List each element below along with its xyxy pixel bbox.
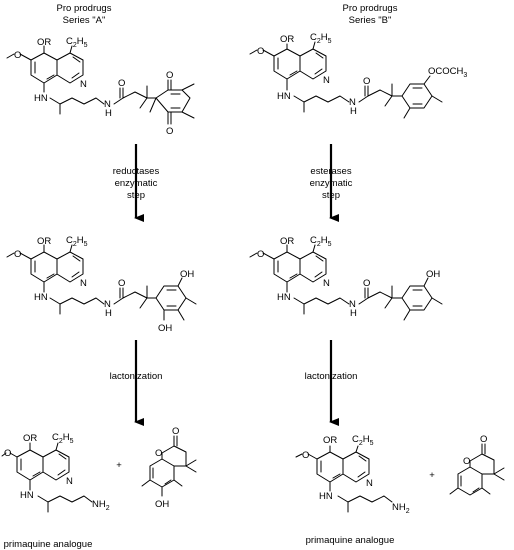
svg-text:O: O: [14, 249, 21, 260]
svg-text:O: O: [14, 50, 21, 61]
svg-text:OH: OH: [155, 499, 169, 510]
series-b-subtitle: Series "B": [349, 15, 392, 26]
svg-text:OR: OR: [280, 34, 294, 45]
series-b-prodrug-structure: OR O C2H5 N HN N H O OCOCH3: [249, 32, 467, 119]
svg-text:C2H5: C2H5: [310, 235, 332, 248]
svg-text:HN: HN: [20, 490, 34, 501]
svg-text:O: O: [257, 249, 264, 260]
series-a-step1-label: reductases: [113, 166, 160, 177]
svg-text:N: N: [80, 79, 87, 90]
series-a-lactone-structure: O O OH: [141, 426, 197, 510]
series-b-step1-label: esterases: [310, 166, 351, 177]
svg-text:N: N: [80, 278, 87, 289]
svg-text:OR: OR: [23, 433, 37, 444]
svg-text:OH: OH: [158, 323, 172, 334]
series-b-primaquine-analogue-structure: OR O C2H5 N HN NH2: [295, 434, 410, 515]
series-b-phenol-structure: OR O C2H5 N HN N H O OH: [249, 235, 443, 321]
svg-text:HN: HN: [34, 292, 48, 303]
svg-text:N: N: [66, 476, 73, 487]
svg-text:O: O: [302, 450, 309, 461]
svg-text:O: O: [166, 126, 173, 137]
svg-text:OH: OH: [426, 269, 440, 280]
svg-text:O: O: [363, 278, 370, 289]
svg-text:C2H5: C2H5: [52, 432, 74, 445]
svg-text:NH2: NH2: [92, 499, 110, 512]
series-a-title: Pro prodrugs: [57, 3, 112, 14]
svg-text:O: O: [118, 278, 125, 289]
series-a-product-caption: primaquine analogue: [4, 539, 93, 550]
svg-text:C2H5: C2H5: [310, 32, 332, 45]
svg-text:HN: HN: [319, 491, 333, 502]
svg-text:O: O: [480, 434, 487, 445]
series-b-lactone-structure: O O: [449, 434, 505, 496]
series-b-step1-label-2: enzymatic: [310, 178, 353, 189]
svg-text:C2H5: C2H5: [352, 434, 374, 447]
svg-text:O: O: [118, 78, 125, 89]
svg-text:OR: OR: [37, 236, 51, 247]
svg-text:H: H: [350, 308, 357, 319]
svg-text:N: N: [349, 299, 356, 310]
svg-text:O: O: [155, 448, 162, 459]
series-a-primaquine-analogue-structure: OR O C2H5 N HN NH2: [1, 432, 110, 513]
svg-text:N: N: [104, 99, 111, 110]
svg-text:O: O: [463, 456, 470, 467]
svg-text:O: O: [257, 46, 264, 57]
svg-text:N: N: [323, 75, 330, 86]
svg-text:HN: HN: [277, 91, 291, 102]
svg-text:H: H: [105, 108, 112, 119]
svg-text:C2H5: C2H5: [66, 235, 88, 248]
series-b-product-caption: primaquine analogue: [306, 535, 395, 546]
svg-text:N: N: [366, 478, 373, 489]
svg-text:O: O: [172, 426, 179, 437]
series-a-subtitle: Series "A": [63, 15, 106, 26]
svg-text:N: N: [323, 278, 330, 289]
svg-text:OH: OH: [180, 269, 194, 280]
series-b-title: Pro prodrugs: [343, 3, 398, 14]
series-a-step1-label-3: step: [127, 190, 145, 201]
series-a-step1-label-2: enzymatic: [115, 178, 158, 189]
svg-text:O: O: [166, 70, 173, 81]
svg-text:OCOCH3: OCOCH3: [428, 66, 467, 79]
svg-text:N: N: [349, 97, 356, 108]
series-a-prodrug-structure: OR O C2H5 N HN N H O O O: [6, 36, 195, 137]
series-b-step2-label: lactonization: [305, 371, 358, 382]
series-a-hydroquinone-structure: OR O C2H5 N HN N H O OH OH: [6, 235, 197, 334]
svg-text:OR: OR: [323, 435, 337, 446]
series-b-step1-label-3: step: [322, 190, 340, 201]
svg-text:OR: OR: [37, 37, 51, 48]
svg-text:OR: OR: [280, 236, 294, 247]
svg-text:O: O: [4, 448, 11, 459]
series-b-plus-sign: +: [429, 470, 435, 481]
svg-text:HN: HN: [34, 93, 48, 104]
svg-text:H: H: [350, 106, 357, 117]
svg-text:H: H: [105, 308, 112, 319]
series-a-step2-label: lactonization: [110, 371, 163, 382]
svg-text:C2H5: C2H5: [66, 36, 88, 49]
series-a-plus-sign: +: [116, 460, 122, 471]
svg-text:NH2: NH2: [392, 502, 410, 515]
svg-text:O: O: [363, 76, 370, 87]
svg-text:N: N: [104, 299, 111, 310]
svg-text:HN: HN: [277, 292, 291, 303]
